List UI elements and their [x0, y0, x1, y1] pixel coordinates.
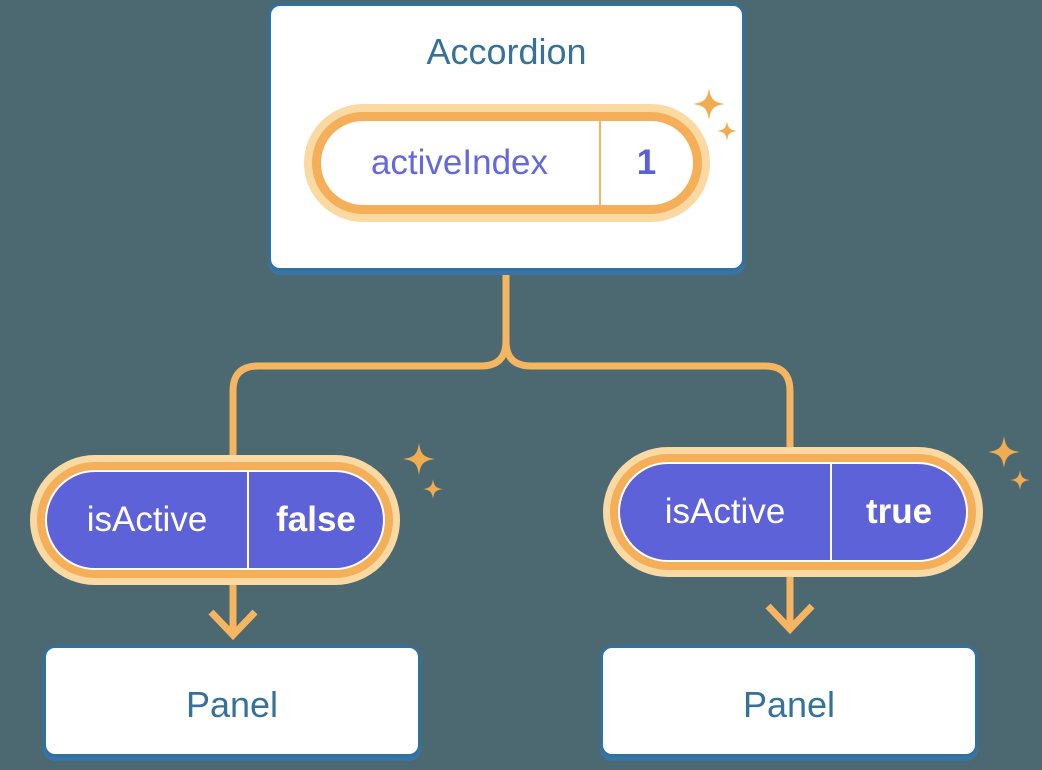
state-name: activeIndex	[370, 143, 549, 182]
prop-pill-left: isActive false	[30, 455, 400, 585]
prop-pill-right: isActive true	[603, 447, 983, 577]
connector-left	[229, 271, 510, 462]
prop-pill-right-core: isActive true	[620, 464, 966, 560]
prop-value: true	[832, 464, 966, 560]
connector-right	[502, 271, 794, 454]
prop-pill-left-inner: isActive false	[37, 462, 393, 578]
down-arrow-right-icon	[765, 603, 815, 635]
prop-name: isActive	[47, 472, 247, 568]
down-arrow-left-icon	[208, 609, 258, 641]
panel-card-right: Panel	[600, 645, 978, 757]
state-pill: activeIndex 1	[303, 104, 710, 222]
prop-pill-left-core: isActive false	[47, 472, 383, 568]
accordion-title: Accordion	[426, 31, 587, 72]
panel-title: Panel	[742, 684, 836, 725]
prop-value: false	[249, 472, 383, 568]
state-value: 1	[636, 143, 657, 182]
panel-title: Panel	[185, 684, 279, 725]
prop-pill-right-inner: isActive true	[610, 454, 976, 570]
state-pill-divider	[598, 121, 601, 205]
prop-name: isActive	[620, 464, 830, 560]
state-pill-inner: activeIndex 1	[311, 112, 702, 214]
panel-card-left: Panel	[43, 645, 421, 757]
accordion-card: Accordion activeIndex 1	[268, 3, 745, 271]
